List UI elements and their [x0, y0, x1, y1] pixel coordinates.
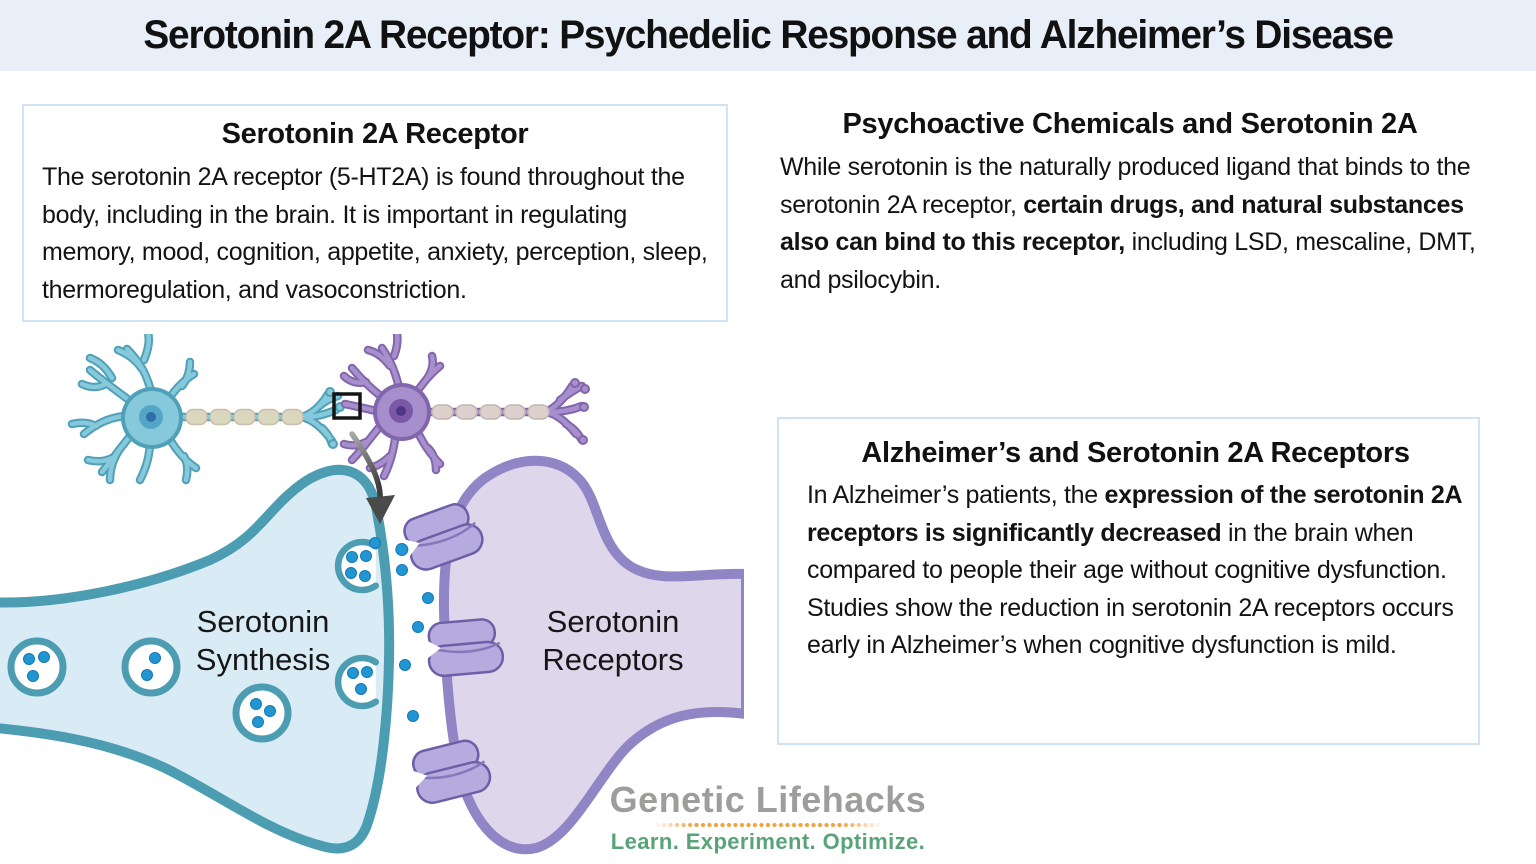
vesicle — [121, 637, 181, 697]
axon-terminal-boutons — [325, 387, 345, 449]
alzheimers-heading: Alzheimer’s and Serotonin 2A Receptors — [861, 437, 1410, 469]
binding-site-notch — [408, 769, 428, 791]
serotonin-receptor — [408, 739, 492, 805]
serotonin-receptor-body: The serotonin 2A receptor (5-HT2A) is fo… — [42, 163, 708, 304]
postsynaptic-terminal: Serotonin Receptors — [395, 455, 768, 855]
vesicle — [7, 637, 67, 697]
vesicle — [232, 683, 292, 743]
bound-serotonin-molecule-dot — [395, 542, 409, 556]
serotonin-receptor-heading: Serotonin 2A Receptor — [221, 118, 529, 150]
myelin-sheath — [431, 404, 550, 420]
fusing-vesicle — [334, 538, 380, 594]
serotonin-synthesis-label-line1: Serotonin — [197, 604, 330, 639]
fusing-vesicle — [334, 654, 380, 710]
synapse-zoom-square — [332, 392, 362, 420]
genetic-lifehacks-logo: Genetic Lifehacks Learn. Experiment. Opt… — [0, 779, 1536, 855]
zoom-arrow — [349, 431, 383, 505]
alzheimers-box: Alzheimer’s and Serotonin 2A Receptors I… — [777, 417, 1480, 745]
binding-site-notch — [399, 538, 420, 560]
synapse-diagram: Serotonin Synthesis Serotonin Receptors — [0, 334, 768, 855]
serotonin-receptors-label-line2: Receptors — [542, 642, 683, 677]
psychoactive-heading: Psychoactive Chemicals and Serotonin 2A — [842, 108, 1418, 140]
axon-terminal-boutons — [570, 378, 590, 445]
presynaptic-membrane — [0, 465, 395, 854]
postsynaptic-membrane — [438, 455, 751, 855]
synaptic-cleft-serotonin-dots — [369, 537, 434, 722]
serotonin-receptor — [395, 503, 484, 571]
zoom-arrow-head — [366, 495, 395, 524]
page-title: Serotonin 2A Receptor: Psychedelic Respo… — [143, 13, 1394, 57]
presynaptic-terminal: Serotonin Synthesis — [0, 465, 395, 854]
logo-name: Genetic Lifehacks — [609, 779, 927, 820]
serotonin-receptor-box: Serotonin 2A Receptor The serotonin 2A r… — [22, 104, 728, 322]
presynaptic-neuron-illustration — [67, 334, 345, 485]
serotonin-receptors-label-line1: Serotonin — [547, 604, 680, 639]
serotonin-synthesis-label-line2: Synthesis — [196, 642, 330, 677]
psychoactive-block: Psychoactive Chemicals and Serotonin 2A … — [780, 108, 1480, 299]
alzheimers-body-paragraph-2: Studies show the reduction in serotonin … — [807, 593, 1454, 660]
logo-dotted-divider — [652, 822, 884, 828]
title-bar: Serotonin 2A Receptor: Psychedelic Respo… — [0, 0, 1536, 71]
flat-cut-edge — [744, 560, 768, 730]
postsynaptic-neuron-illustration — [339, 334, 590, 481]
serotonin-receptor — [423, 618, 505, 678]
logo-tagline: Learn. Experiment. Optimize. — [610, 829, 926, 854]
myelin-sheath — [185, 408, 304, 426]
psychoactive-body: While serotonin is the naturally produce… — [780, 153, 1476, 294]
alzheimers-body-paragraph-1: In Alzheimer’s patients, the expression … — [807, 481, 1462, 584]
binding-site-notch — [423, 638, 441, 661]
